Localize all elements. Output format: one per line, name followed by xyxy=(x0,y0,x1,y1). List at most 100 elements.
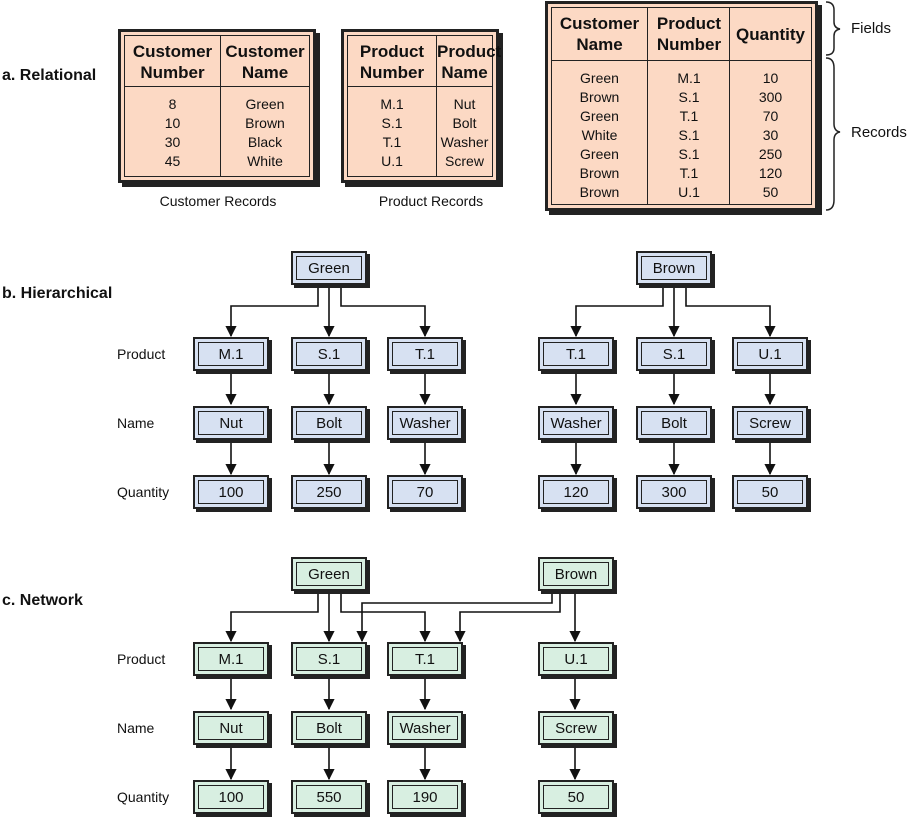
row-label-product-hier: Product xyxy=(117,346,166,362)
hier-name-node: Nut xyxy=(193,406,269,440)
fields-brace xyxy=(825,1,841,56)
order-product-cell: S.1 xyxy=(678,89,700,105)
node-label: Washer xyxy=(543,411,609,435)
node-label: M.1 xyxy=(198,647,264,671)
header-customer-name-1: Customer xyxy=(225,42,305,61)
node-label: Screw xyxy=(737,411,803,435)
hier-product-node: M.1 xyxy=(193,337,269,371)
hier-brown-to-t1 xyxy=(570,287,664,338)
customer-number-cell: 45 xyxy=(164,153,181,169)
order-product-cell: M.1 xyxy=(677,70,701,86)
node-label: 100 xyxy=(198,480,264,504)
row-label-name-net: Name xyxy=(117,720,155,736)
hier-name-node: Washer xyxy=(538,406,614,440)
hier-green-to-m1 xyxy=(225,287,319,338)
row-label-name-hier: Name xyxy=(117,415,155,431)
net-quantity-node: 50 xyxy=(538,780,614,814)
order-customer-cell: Brown xyxy=(579,184,620,200)
records-brace xyxy=(825,57,841,211)
section-label-relational: a. Relational xyxy=(2,67,97,84)
order-customer-cell: Green xyxy=(580,146,619,162)
product-name-cell: Nut xyxy=(453,96,476,112)
product-name-cell: Screw xyxy=(445,153,484,169)
header-order-customer-2: Name xyxy=(576,35,623,54)
order-customer-cell: Green xyxy=(580,108,619,124)
node-label: Green xyxy=(296,256,362,280)
header-customer-name-2: Name xyxy=(241,63,289,82)
net-quantity-node: 550 xyxy=(291,780,367,814)
hier-brown-to-u1 xyxy=(685,287,776,338)
customer-number-cell: 10 xyxy=(164,115,181,131)
node-label: T.1 xyxy=(392,647,458,671)
node-label: 50 xyxy=(543,785,609,809)
node-label: Brown xyxy=(543,562,609,586)
order-product-cell: U.1 xyxy=(678,184,700,200)
node-label: Bolt xyxy=(296,411,362,435)
node-label: Nut xyxy=(198,411,264,435)
node-label: 550 xyxy=(296,785,362,809)
net-quantity-node: 100 xyxy=(193,780,269,814)
order-quantity-cell: 250 xyxy=(758,146,783,162)
customer-name-cell: White xyxy=(247,153,283,169)
node-label: Bolt xyxy=(641,411,707,435)
net-product-node: T.1 xyxy=(387,642,463,676)
order-records-table: Customer Name Green Brown Green White Gr… xyxy=(545,1,818,211)
order-customer-cell: Brown xyxy=(579,165,620,181)
order-product-cell: S.1 xyxy=(678,127,700,143)
customer-name-cell: Green xyxy=(245,96,285,112)
node-label: 190 xyxy=(392,785,458,809)
order-product-cell: S.1 xyxy=(678,146,700,162)
net-product-node: S.1 xyxy=(291,642,367,676)
node-label: U.1 xyxy=(543,647,609,671)
order-quantity-cell: 10 xyxy=(762,70,779,86)
hier-product-node: U.1 xyxy=(732,337,808,371)
customer-records-caption: Customer Records xyxy=(159,193,277,209)
order-quantity-cell: 30 xyxy=(762,127,779,143)
row-label-quantity-hier: Quantity xyxy=(117,484,170,500)
header-product-name-1: Product xyxy=(437,42,502,61)
order-customer-cell: Green xyxy=(580,70,619,86)
net-brown-to-t1 xyxy=(454,593,561,643)
net-root-green: Green xyxy=(291,557,367,591)
section-label-network: c. Network xyxy=(2,592,83,609)
hier-root-green: Green xyxy=(291,251,367,285)
node-label: 50 xyxy=(737,480,803,504)
order-customer-cell: White xyxy=(581,127,618,143)
hier-product-node: S.1 xyxy=(291,337,367,371)
net-name-node: Washer xyxy=(387,711,463,745)
node-label: Bolt xyxy=(296,716,362,740)
node-label: 250 xyxy=(296,480,362,504)
header-order-product-2: Number xyxy=(656,35,722,54)
net-name-node: Nut xyxy=(193,711,269,745)
net-brown-to-s1 xyxy=(356,593,553,643)
header-order-product-1: Product xyxy=(656,14,722,33)
product-records-caption: Product Records xyxy=(378,193,484,209)
net-name-node: Screw xyxy=(538,711,614,745)
product-number-cell: S.1 xyxy=(381,115,403,131)
customer-number-cell: 30 xyxy=(164,134,181,150)
hier-product-node: S.1 xyxy=(636,337,712,371)
node-label: S.1 xyxy=(641,342,707,366)
customer-number-cell: 8 xyxy=(168,96,177,112)
hier-quantity-node: 120 xyxy=(538,475,614,509)
hier-product-node: T.1 xyxy=(387,337,463,371)
node-label: 120 xyxy=(543,480,609,504)
records-label: Records xyxy=(851,124,907,141)
hier-green-to-t1 xyxy=(340,287,431,338)
hier-quantity-node: 250 xyxy=(291,475,367,509)
hier-name-node: Washer xyxy=(387,406,463,440)
order-customer-cell: Brown xyxy=(579,89,620,105)
order-quantity-cell: 70 xyxy=(762,108,779,124)
order-quantity-cell: 50 xyxy=(762,184,779,200)
header-customer-number-1: Customer xyxy=(132,42,213,61)
hier-quantity-node: 70 xyxy=(387,475,463,509)
header-product-number-2: Number xyxy=(359,63,425,82)
order-quantity-cell: 300 xyxy=(758,89,783,105)
node-label: 70 xyxy=(392,480,458,504)
order-quantity-cell: 120 xyxy=(758,165,783,181)
net-product-node: M.1 xyxy=(193,642,269,676)
node-label: Green xyxy=(296,562,362,586)
customer-records-table: Customer Number 8 10 30 45 Customer Name… xyxy=(118,29,316,183)
customer-name-cell: Brown xyxy=(245,115,285,131)
node-label: Nut xyxy=(198,716,264,740)
